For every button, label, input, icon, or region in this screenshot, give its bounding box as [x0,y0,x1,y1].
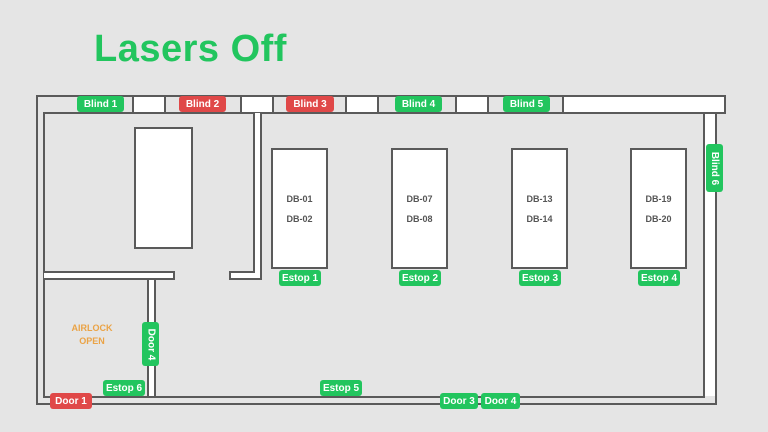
door-1-badge[interactable]: Door 1 [50,393,92,409]
estop-2-badge[interactable]: Estop 2 [399,270,441,286]
airlock-status: AIRLOCK OPEN [62,322,122,348]
airlock-door-label: Door 4 [145,328,157,360]
work-table [134,127,193,249]
desk-label: DB-07 [406,193,433,204]
estop-3-badge[interactable]: Estop 3 [519,270,561,286]
desk-label: DB-20 [645,213,672,224]
door-3-badge[interactable]: Door 3 [440,393,478,409]
window-segment-5 [562,95,726,114]
blind-6-badge[interactable]: Blind 6 [706,144,723,192]
estop-5-badge[interactable]: Estop 5 [320,380,362,396]
door-4-badge[interactable]: Door 4 [481,393,520,409]
desk-label: DB-08 [406,213,433,224]
left-room-top-wall [44,271,175,280]
page-title: Lasers Off [94,28,287,70]
blind-2-badge[interactable]: Blind 2 [179,96,226,112]
blind-4-badge[interactable]: Blind 4 [395,96,442,112]
desk-db-01[interactable]: DB-01 DB-02 [271,148,328,269]
window-segment-1 [132,95,166,114]
airlock-status-line: OPEN [79,336,105,346]
estop-4-badge[interactable]: Estop 4 [638,270,680,286]
blind-5-badge[interactable]: Blind 5 [503,96,550,112]
blind-1-badge[interactable]: Blind 1 [77,96,124,112]
blind-3-badge[interactable]: Blind 3 [286,96,334,112]
desk-label: DB-01 [286,193,313,204]
desk-label: DB-13 [526,193,553,204]
estop-6-badge[interactable]: Estop 6 [103,380,145,396]
airlock-door-badge[interactable]: Door 4 [142,322,159,366]
right-wall-fill [705,114,715,396]
window-segment-4 [455,95,489,114]
airlock-status-line: AIRLOCK [71,323,113,333]
desk-db-19[interactable]: DB-19 DB-20 [630,148,687,269]
blind-6-label: Blind 6 [709,151,720,185]
estop-1-badge[interactable]: Estop 1 [279,270,321,286]
desk-label: DB-14 [526,213,553,224]
window-segment-2 [240,95,274,114]
desk-label: DB-02 [286,213,313,224]
desk-db-07[interactable]: DB-07 DB-08 [391,148,448,269]
center-partition [229,113,262,280]
window-segment-3 [345,95,379,114]
desk-label: DB-19 [645,193,672,204]
desk-db-13[interactable]: DB-13 DB-14 [511,148,568,269]
